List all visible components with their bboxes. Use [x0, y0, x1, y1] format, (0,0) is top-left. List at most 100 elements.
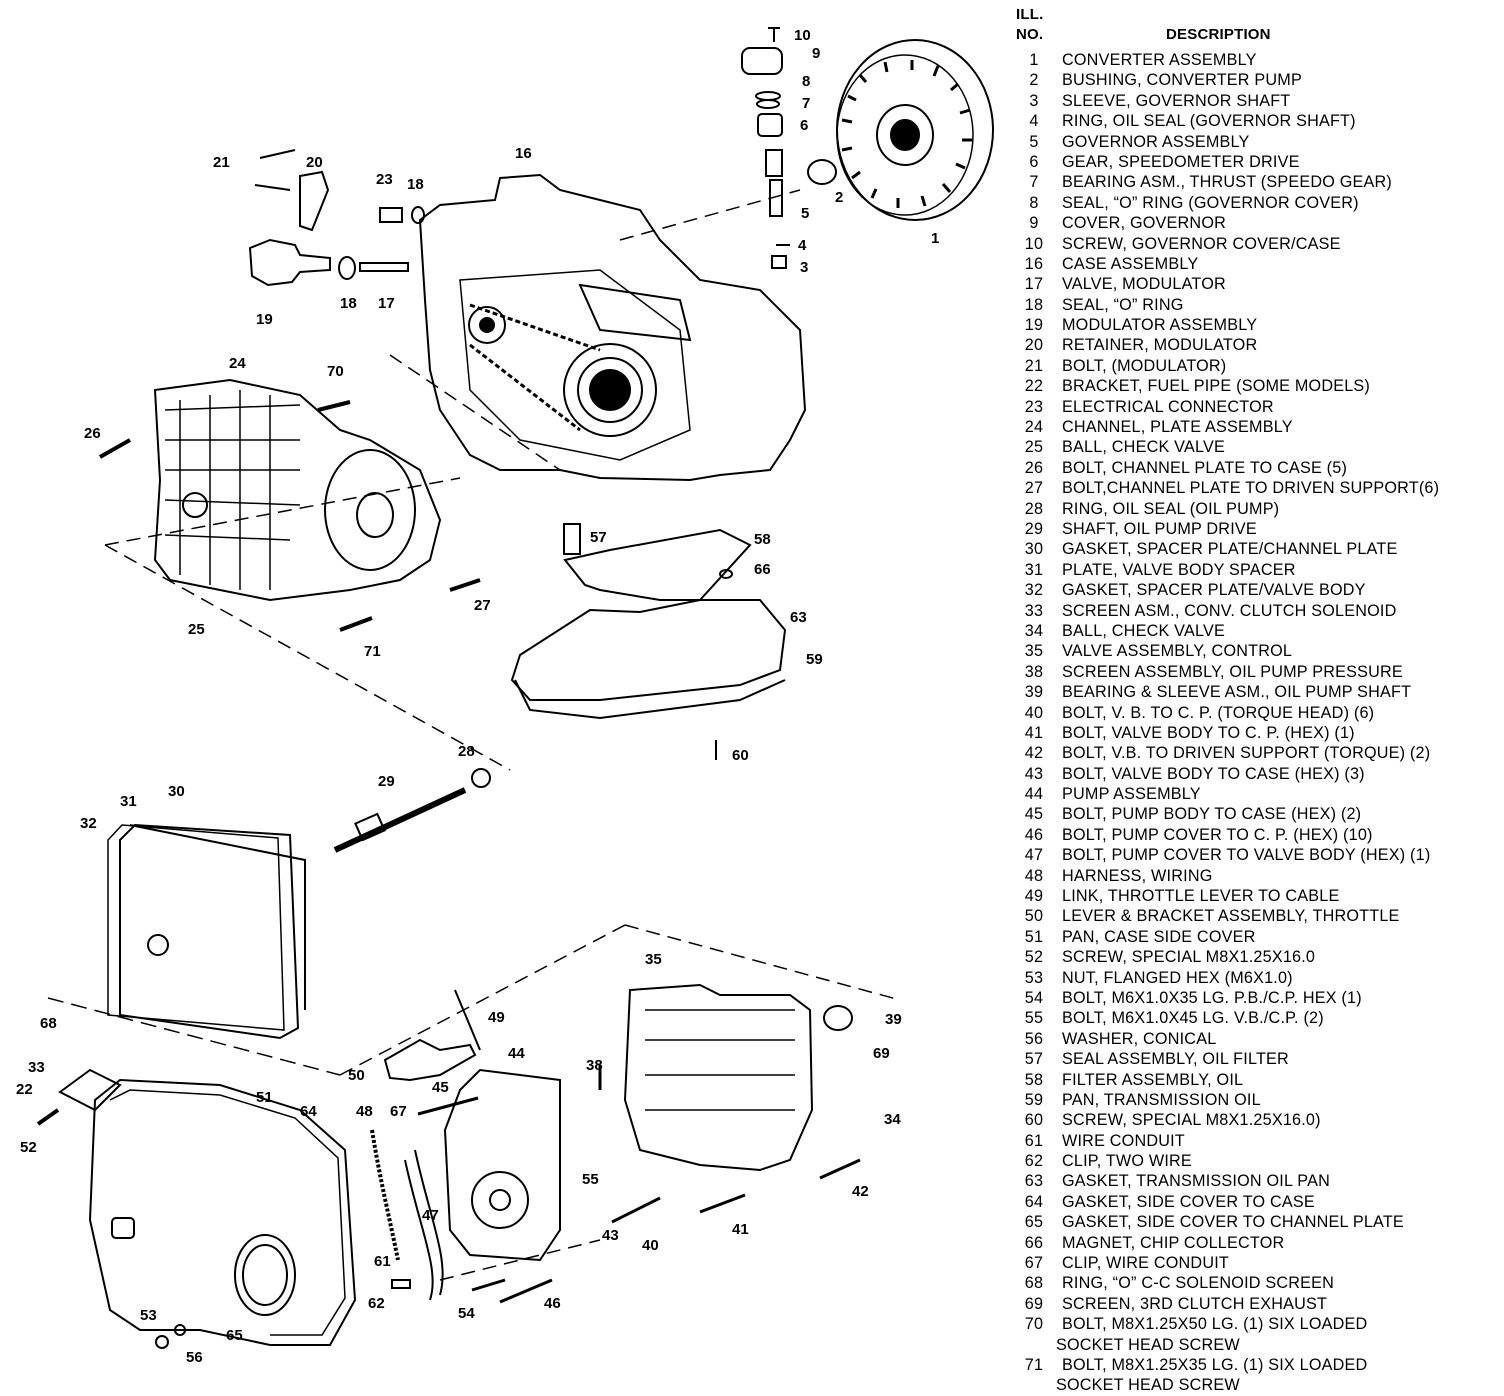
legend-item-description: SOCKET HEAD SCREW: [1056, 1376, 1240, 1395]
callout-18-lower: 18: [340, 295, 357, 312]
callout-18-upper: 18: [407, 176, 424, 193]
legend-item-number: 34: [1024, 621, 1044, 640]
legend-item-number: 39: [1024, 683, 1044, 702]
legend-item-number: 64: [1024, 1192, 1044, 1211]
callout-42: 42: [852, 1183, 869, 1200]
callout-21: 21: [213, 154, 230, 171]
callout-40: 40: [642, 1237, 659, 1254]
legend-item-description: LINK, THROTTLE LEVER TO CABLE: [1062, 887, 1340, 906]
callout-56: 56: [186, 1349, 203, 1366]
legend-item-description: BOLT, M6X1.0X35 LG. P.B./C.P. HEX (1): [1062, 988, 1362, 1007]
legend-item-number: 69: [1024, 1294, 1044, 1313]
legend-item-description: GEAR, SPEEDOMETER DRIVE: [1062, 152, 1300, 171]
legend-item-description: FILTER ASSEMBLY, OIL: [1062, 1070, 1244, 1089]
callout-23: 23: [376, 171, 393, 188]
legend-item-number: 30: [1024, 540, 1044, 559]
side-cover-drawing: [36, 1068, 357, 1349]
legend-item-number: 35: [1024, 642, 1044, 661]
callout-67: 67: [390, 1103, 407, 1120]
legend-item-number: 5: [1029, 132, 1039, 151]
legend-item-number: 54: [1024, 988, 1044, 1007]
legend-item-description: BOLT,CHANNEL PLATE TO DRIVEN SUPPORT(6): [1062, 479, 1440, 498]
legend-item-number: 57: [1024, 1050, 1044, 1069]
callout-8: 8: [802, 73, 811, 90]
legend-item-description: PLATE, VALVE BODY SPACER: [1062, 560, 1296, 579]
callout-3: 3: [800, 259, 809, 276]
legend-item-description: GASKET, TRANSMISSION OIL PAN: [1062, 1172, 1330, 1191]
legend-item-number: 6: [1029, 152, 1039, 171]
case-assembly-drawing: [418, 173, 807, 482]
callout-5: 5: [801, 205, 810, 222]
callout-58: 58: [754, 531, 771, 548]
callout-6: 6: [800, 117, 809, 134]
legend-item-description: SLEEVE, GOVERNOR SHAFT: [1062, 91, 1291, 110]
callout-59: 59: [806, 651, 823, 668]
legend-item-number: 68: [1024, 1274, 1044, 1293]
legend-item-number: 33: [1024, 601, 1044, 620]
legend-item-description: NUT, FLANGED HEX (M6X1.0): [1062, 968, 1293, 987]
legend-item-description: BOLT, V. B. TO C. P. (TORQUE HEAD) (6): [1062, 703, 1375, 722]
callout-28: 28: [458, 743, 475, 760]
legend-item-description: SEAL ASSEMBLY, OIL FILTER: [1062, 1050, 1289, 1069]
legend-item-description: BOLT, PUMP COVER TO C. P. (HEX) (10): [1062, 825, 1373, 844]
legend-item-description: BOLT, (MODULATOR): [1062, 356, 1227, 375]
legend-item-description: SCREW, GOVERNOR COVER/CASE: [1062, 234, 1341, 253]
legend-item-description: SOCKET HEAD SCREW: [1056, 1335, 1240, 1354]
legend-item-number: 52: [1024, 948, 1044, 967]
callout-68: 68: [40, 1015, 57, 1032]
legend-item-description: CLIP, WIRE CONDUIT: [1062, 1254, 1229, 1273]
callout-33: 33: [28, 1059, 45, 1076]
legend-item-number: 71: [1024, 1356, 1044, 1374]
filter-pan-drawing: [510, 523, 787, 760]
legend-item-number: 8: [1029, 193, 1039, 212]
legend-item-description: BOLT, PUMP BODY TO CASE (HEX) (2): [1062, 805, 1362, 824]
callout-47: 47: [422, 1207, 439, 1224]
legend-item-number: 55: [1024, 1009, 1044, 1028]
callout-63: 63: [790, 609, 807, 626]
callout-31: 31: [120, 793, 137, 810]
channel-plate-drawing: [99, 378, 481, 632]
legend-item-number: 40: [1024, 703, 1044, 722]
modulator-drawing: [248, 149, 425, 287]
legend-item-number: 65: [1024, 1213, 1044, 1232]
callout-53: 53: [140, 1307, 157, 1324]
legend-item-number: 60: [1024, 1111, 1044, 1130]
callout-65: 65: [226, 1327, 243, 1344]
legend-item-number: 46: [1024, 825, 1044, 844]
control-valve-drawing: [598, 983, 861, 1224]
callout-39: 39: [885, 1011, 902, 1028]
legend-item-description: BOLT, CHANNEL PLATE TO CASE (5): [1062, 458, 1348, 477]
callout-70: 70: [327, 363, 344, 380]
legend-item-description: CASE ASSEMBLY: [1062, 254, 1199, 273]
legend-item-number: 43: [1024, 764, 1044, 783]
legend-item-number: 20: [1024, 336, 1044, 355]
legend-item-description: CHANNEL, PLATE ASSEMBLY: [1062, 418, 1293, 437]
legend-item-number: 25: [1024, 438, 1044, 457]
callout-22: 22: [16, 1081, 33, 1098]
callout-69: 69: [873, 1045, 890, 1062]
legend-item-number: 61: [1024, 1131, 1044, 1150]
legend-item-number: 10: [1024, 234, 1044, 253]
callout-16: 16: [515, 145, 532, 162]
legend-item-number: 29: [1024, 519, 1044, 538]
legend-header-ill: ILL.: [1016, 6, 1044, 23]
exploded-parts-diagram: 10 9 8 7 6 5 4 3 2 1 16 23 18 21 20 19 1…: [16, 27, 994, 1366]
legend-item-number: 22: [1024, 377, 1044, 396]
legend-item-description: COVER, GOVERNOR: [1062, 214, 1226, 233]
legend-item-number: 31: [1024, 560, 1044, 579]
callout-1: 1: [931, 230, 940, 247]
callout-48: 48: [356, 1103, 373, 1120]
legend-item-description: VALVE, MODULATOR: [1062, 275, 1226, 294]
legend-item-description: RING, “O” C-C SOLENOID SCREEN: [1062, 1274, 1335, 1293]
callout-45: 45: [432, 1079, 449, 1096]
callout-66: 66: [754, 561, 771, 578]
legend-item-number: 16: [1024, 254, 1044, 273]
wiring-harness-drawing: [370, 1129, 444, 1301]
callout-4: 4: [798, 237, 807, 254]
legend-item-description: BOLT, VALVE BODY TO CASE (HEX) (3): [1062, 764, 1365, 783]
callout-19: 19: [256, 311, 273, 328]
legend-header-description: DESCRIPTION: [1166, 26, 1271, 43]
callout-57: 57: [590, 529, 607, 546]
callout-52: 52: [20, 1139, 37, 1156]
legend-item-description: SCREW, SPECIAL M8X1.25X16.0): [1062, 1111, 1321, 1130]
